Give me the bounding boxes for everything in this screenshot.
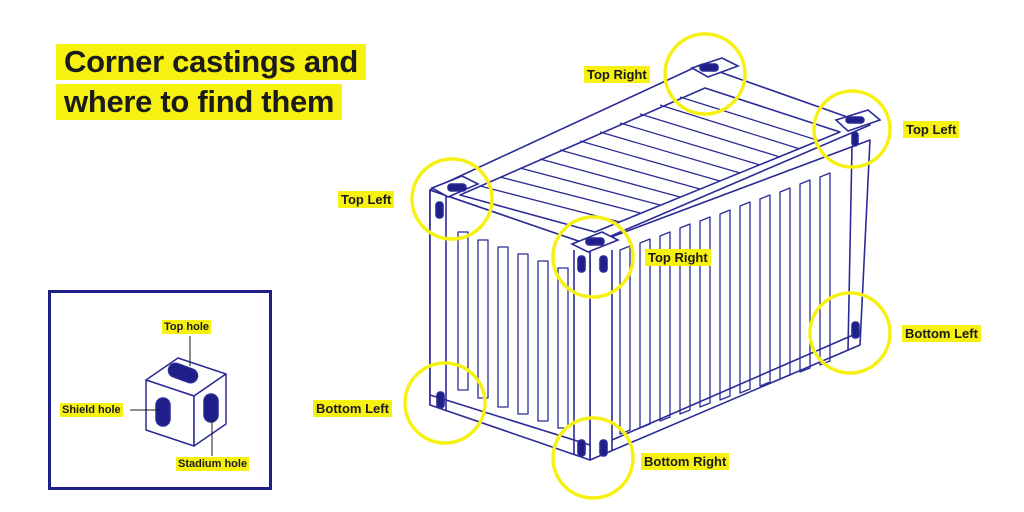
label-top-right-rear: Top Right (584, 66, 650, 83)
corner-casting-illustration (130, 336, 227, 456)
shield-hole-shape (155, 397, 171, 427)
roof-corrugations (479, 96, 821, 223)
title-line-1: Corner castings and (56, 44, 367, 80)
casting-top-left-front (430, 175, 480, 219)
shipping-container-drawing (429, 64, 871, 461)
circle-bottom-right-front (551, 416, 635, 500)
circle-bottom-left-front (403, 361, 487, 445)
label-stadium-hole: Stadium hole (176, 457, 250, 471)
label-bottom-left-front: Bottom Left (313, 400, 392, 417)
container-roof (429, 64, 871, 246)
label-top-left-front: Top Left (338, 191, 395, 208)
circle-top-left-rear (812, 89, 892, 169)
casting-top-right-front (570, 231, 620, 273)
highlight-circles (403, 32, 892, 500)
inset-frame (48, 290, 272, 490)
circle-top-left-front (410, 157, 494, 241)
circle-top-right-front (551, 215, 635, 299)
label-top-right-front: Top Right (645, 249, 711, 266)
label-top-left-rear: Top Left (903, 121, 960, 138)
casting-bottom-left-rear (851, 321, 860, 339)
stadium-hole-shape (203, 393, 219, 423)
casting-bottom-right-front (577, 439, 608, 457)
circle-bottom-left-rear (808, 291, 892, 375)
label-bottom-left-rear: Bottom Left (902, 325, 981, 342)
label-top-hole: Top hole (162, 320, 212, 334)
corner-castings (430, 57, 882, 457)
casting-top-left-rear (834, 109, 882, 147)
casting-bottom-left-front (436, 391, 445, 409)
label-shield-hole: Shield hole (60, 403, 123, 417)
side-face-corrugations (619, 172, 831, 435)
title-line-2: where to find them (56, 84, 343, 120)
near-face-corrugations (457, 231, 569, 429)
casting-top-right-rear (690, 57, 741, 78)
circle-top-right-rear (663, 32, 747, 116)
label-bottom-right-front: Bottom Right (641, 453, 730, 470)
